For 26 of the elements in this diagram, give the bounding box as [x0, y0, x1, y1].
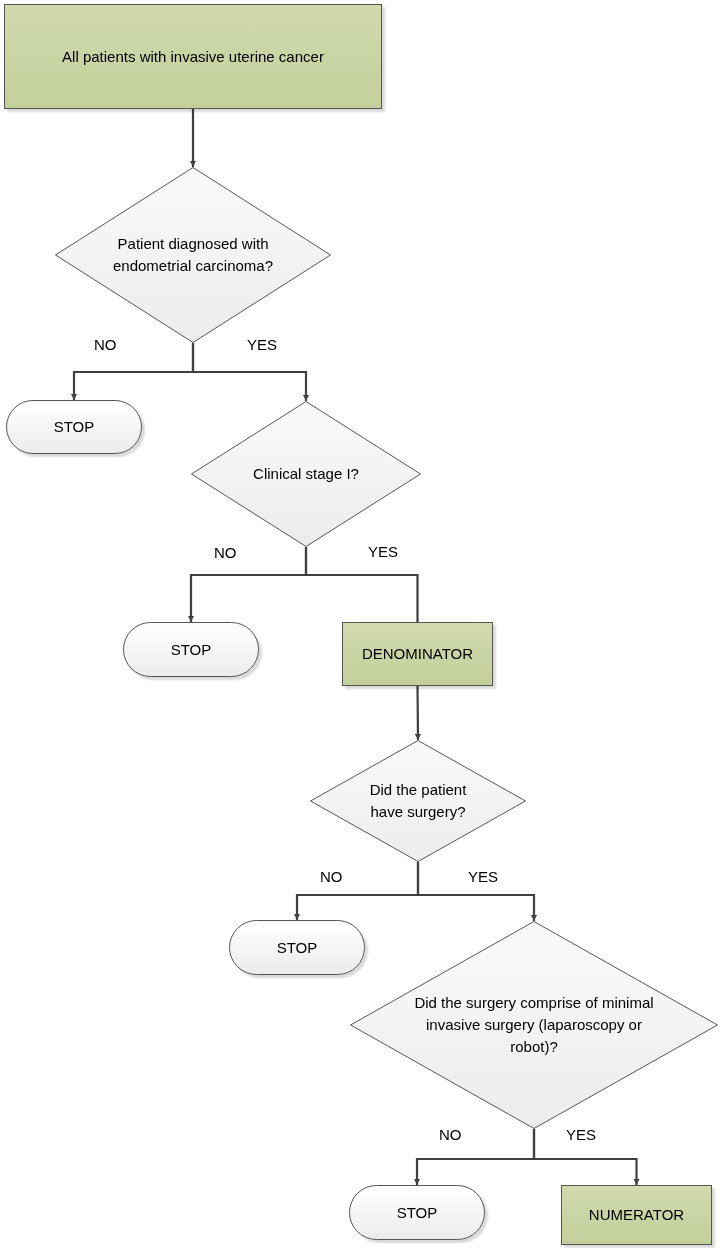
arrow: [532, 1129, 640, 1185]
terminal-pill: [229, 920, 365, 975]
arrow: [416, 862, 537, 921]
terminal-pill: [123, 622, 259, 677]
question-text: Did the surgery comprise of minimal invasive surgery (laparoscopy or robot)?: [413, 993, 655, 1057]
process-box: [4, 4, 382, 109]
question-text: Did the patient have surgery?: [368, 780, 468, 822]
decision-diamond: [191, 401, 421, 547]
decision-diamond: [310, 740, 526, 862]
terminal-pill: [6, 400, 142, 454]
arrow: [191, 343, 309, 401]
terminal-text: STOP: [276, 937, 318, 958]
terminal-text: STOP: [170, 639, 212, 660]
process-text: All patients with invasive uterine cancer: [62, 46, 324, 67]
terminal-text: STOP: [396, 1202, 438, 1223]
terminal-text: STOP: [53, 417, 95, 438]
terminal-pill: [349, 1185, 485, 1240]
arrow: [190, 109, 196, 167]
process-box: [561, 1185, 712, 1245]
process-text: DENOMINATOR: [361, 644, 474, 665]
question-text: Clinical stage I?: [253, 464, 359, 485]
decision-diamond: [350, 921, 718, 1129]
process-box: [342, 622, 493, 686]
arrow: [414, 686, 421, 740]
question-text: Patient diagnosed with endometrial carcinoma?: [111, 234, 275, 276]
process-text: NUMERATOR: [588, 1205, 685, 1226]
